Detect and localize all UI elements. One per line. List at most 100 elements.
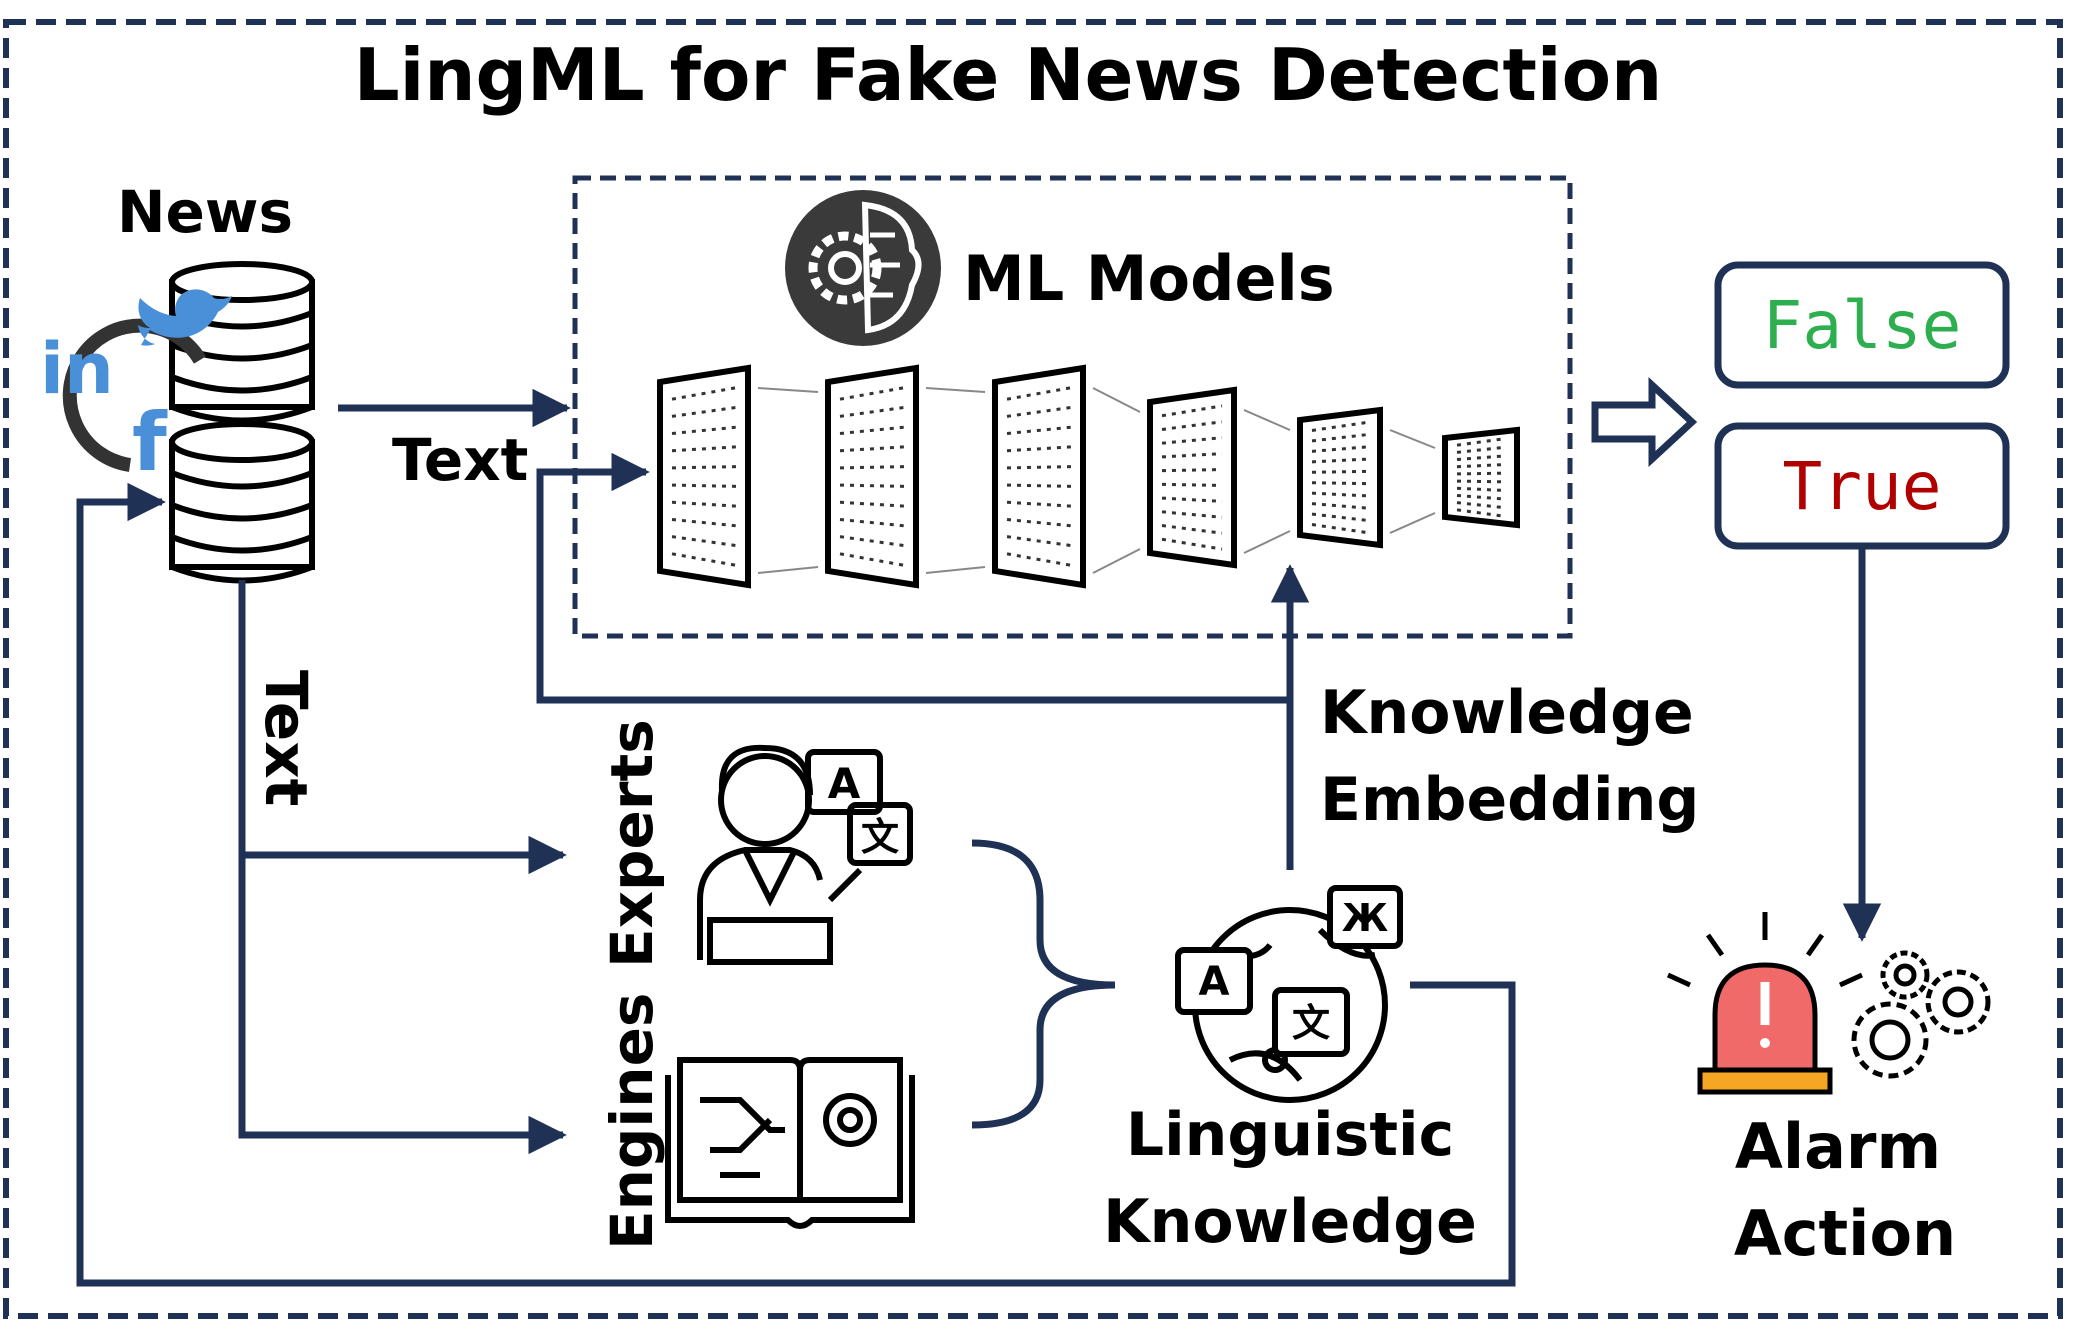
nn-layer-dots [1006, 500, 1072, 508]
nn-layer-5 [1297, 406, 1383, 549]
glyph-a-experts: A [828, 759, 861, 808]
nn-layer-dots [1161, 404, 1223, 418]
nn-layer-dots [671, 517, 737, 528]
glyph-zhe-globe: Ж [1342, 896, 1389, 940]
nn-layer-dots [671, 552, 737, 567]
nn-layer-dots [839, 517, 905, 528]
nn-layer-2 [825, 364, 919, 589]
text-label-top: Text [392, 426, 528, 494]
alarm-action-label-1: Alarm [1735, 1110, 1941, 1183]
nn-layer-dots [671, 500, 737, 508]
nn-layer-dots [839, 425, 905, 436]
news-down-line [238, 580, 567, 1155]
nn-layer-dots [671, 465, 737, 470]
nn-layer-dots [1161, 537, 1223, 551]
feedback-return-line [76, 482, 1516, 1287]
nn-layer-1 [657, 364, 751, 589]
nn-connector [1389, 512, 1436, 534]
nn-layer-dots [1006, 405, 1072, 418]
person-translation-icon [697, 744, 913, 965]
outer-frame [3, 19, 2063, 1319]
linguistic-knowledge-label-1: Linguistic [1126, 1100, 1454, 1170]
nn-layer-dots [1006, 517, 1072, 528]
nn-layer-3 [992, 364, 1086, 589]
nn-layer-dots [1161, 510, 1223, 519]
nn-layer-dots [1456, 493, 1506, 501]
nn-connector [925, 387, 986, 393]
social-media-icons: in f [40, 289, 232, 489]
nn-layer-dots [1456, 471, 1506, 476]
nn-layer-dots [671, 535, 737, 548]
alarm-action-label-2: Action [1734, 1197, 1956, 1270]
nn-layer-dots [839, 445, 905, 453]
news-database-icon [169, 261, 315, 584]
nn-layer-dots [671, 386, 737, 401]
glyph-wen-experts: 文 [861, 815, 899, 859]
nn-layer-dots [839, 405, 905, 418]
nn-connector [925, 566, 986, 574]
nn-layer-dots [1161, 420, 1223, 431]
knowledge-loop-line [536, 452, 1290, 704]
siren-icon [1666, 912, 1864, 1095]
nn-layer-dots [1006, 445, 1072, 453]
nn-layer-dots [1006, 483, 1072, 488]
nn-layer-dots [1456, 479, 1506, 484]
nn-layer-4 [1147, 386, 1237, 569]
diagram-title: LingML for Fake News Detection [354, 33, 1663, 117]
nn-connector [1389, 429, 1436, 449]
nn-layer-6 [1442, 426, 1520, 529]
gears-icon [1851, 950, 1991, 1079]
knowledge-embedding-label-1: Knowledge [1320, 678, 1694, 748]
nn-layer-dots [671, 425, 737, 436]
nn-layer-dots [671, 405, 737, 418]
false-output-label: False [1763, 287, 1962, 364]
experts-label: Experts [598, 719, 666, 968]
nn-layer-dots [1006, 465, 1072, 470]
neural-network-layers [657, 364, 1520, 589]
nn-layer-dots [1161, 452, 1223, 459]
nn-layer-dots [671, 445, 737, 453]
engines-label: Engines [598, 993, 666, 1250]
nn-layer-dots [1006, 552, 1072, 567]
glyph-wen-globe: 文 [1292, 1001, 1330, 1045]
nn-layer-dots [839, 386, 905, 401]
linkedin-icon: in [40, 328, 114, 410]
nn-layer-dots [1006, 535, 1072, 548]
nn-layer-dots [1161, 468, 1223, 473]
text-label-vertical: Text [252, 670, 320, 806]
nn-connector [757, 387, 819, 393]
nn-layer-dots [1456, 508, 1506, 518]
nn-connector [757, 566, 819, 574]
facebook-icon: f [132, 396, 168, 489]
nn-layer-dots [1456, 463, 1506, 469]
ml-models-label: ML Models [963, 242, 1335, 315]
nn-layer-dots [839, 535, 905, 548]
nn-layer-dots [1161, 436, 1223, 445]
nn-layer-dots [671, 483, 737, 488]
nn-connector [1092, 548, 1141, 574]
nn-layer-dots [1006, 425, 1072, 436]
nn-layer-dots [1456, 445, 1506, 454]
nn-connector [1243, 530, 1291, 554]
brain-gear-icon [785, 190, 941, 346]
nn-layer-dots [839, 465, 905, 470]
circuit-book-icon [665, 1057, 915, 1229]
nn-layer-dots [1006, 386, 1072, 401]
nn-connector [1243, 409, 1291, 431]
globe-languages-icon [1175, 885, 1403, 1103]
twitter-icon [138, 289, 232, 346]
ml-models-box [572, 175, 1573, 639]
nn-layer-dots [839, 500, 905, 508]
nn-connector [1092, 387, 1141, 413]
knowledge-embedding-label-2: Embedding [1320, 765, 1699, 835]
nn-layer-dots [1161, 482, 1223, 487]
false-output-box [1714, 261, 2010, 389]
linguistic-knowledge-label-2: Knowledge [1103, 1187, 1477, 1257]
nn-layer-dots [839, 552, 905, 567]
nn-layer-dots [1456, 437, 1506, 447]
merge-brace [971, 839, 1116, 1129]
nn-layer-dots [1456, 501, 1506, 510]
output-arrow-icon [1591, 376, 1698, 468]
nn-layer-dots [1161, 524, 1223, 535]
